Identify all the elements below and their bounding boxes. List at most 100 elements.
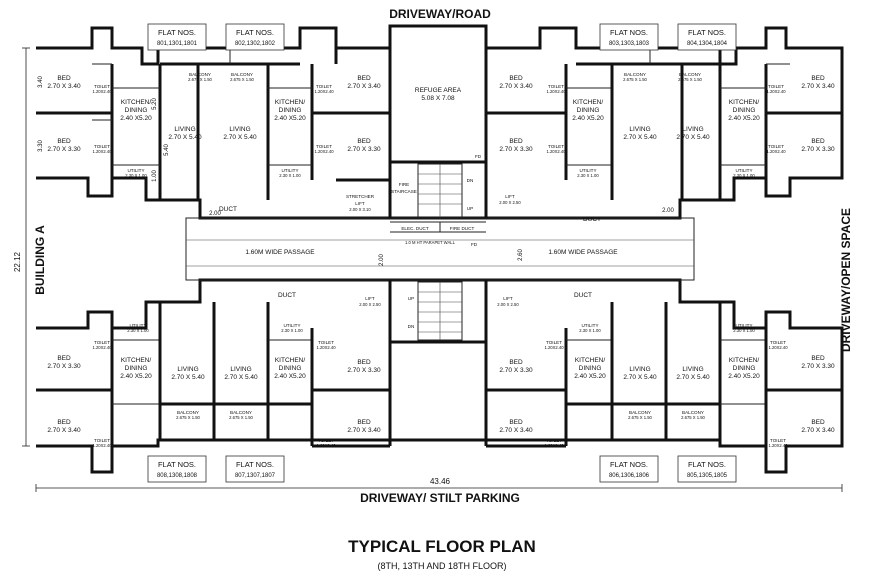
dim-200-left: 2.00 [209, 211, 221, 217]
svg-text:FLAT NOS.: FLAT NOS. [610, 28, 648, 37]
svg-text:KITCHEN/: KITCHEN/ [575, 357, 606, 364]
plan-title: TYPICAL FLOOR PLAN [348, 537, 536, 556]
svg-text:43.46: 43.46 [430, 477, 451, 486]
room-bed-tl2: BED 2.70 X 3.30 [47, 138, 81, 153]
svg-text:2.00 X 3.10: 2.00 X 3.10 [349, 207, 371, 212]
svg-text:KITCHEN/: KITCHEN/ [729, 357, 760, 364]
svg-text:DINING: DINING [579, 365, 602, 372]
staircases [417, 163, 463, 341]
svg-text:BED: BED [509, 359, 523, 366]
dim-200-right: 2.00 [662, 208, 674, 214]
svg-text:KITCHEN/: KITCHEN/ [121, 99, 152, 106]
svg-text:DINING: DINING [279, 107, 302, 114]
svg-text:2.70 X 3.40: 2.70 X 3.40 [801, 83, 835, 90]
svg-text:FIRE: FIRE [399, 182, 409, 187]
svg-text:2.30 X 1.00: 2.30 X 1.00 [579, 328, 601, 333]
svg-text:TOILET: TOILET [546, 438, 562, 443]
dim-520-left: 5.20 [152, 98, 158, 110]
svg-text:2.30 X 1.00: 2.30 X 1.00 [577, 173, 599, 178]
svg-text:LIVING: LIVING [629, 366, 650, 373]
room-toilet-bl2: TOILET 1.20X2.40 [316, 340, 336, 350]
svg-text:LIFT: LIFT [505, 194, 515, 199]
svg-text:2.675 X 1.50: 2.675 X 1.50 [678, 77, 702, 82]
svg-text:UTILITY: UTILITY [579, 168, 596, 173]
svg-text:DINING: DINING [279, 365, 302, 372]
room-toilet-bl4: TOILET 1.20X2.40 [316, 438, 336, 448]
svg-text:KITCHEN/: KITCHEN/ [573, 99, 604, 106]
room-living-br2: LIVING 2.70 X 5.40 [676, 366, 710, 381]
svg-text:BED: BED [509, 75, 523, 82]
svg-text:KITCHEN/: KITCHEN/ [275, 99, 306, 106]
room-living-tr1: LIVING 2.70 X 5.40 [623, 126, 657, 141]
svg-text:804,1304,1804: 804,1304,1804 [687, 41, 728, 47]
svg-text:TOILET: TOILET [94, 84, 110, 89]
room-toilet-bl1: TOILET 1.20X2.40 [92, 340, 112, 350]
svg-text:BALCONY: BALCONY [682, 410, 704, 415]
svg-text:DINING: DINING [577, 107, 600, 114]
svg-text:2.70 X 5.40: 2.70 X 5.40 [171, 374, 205, 381]
svg-text:UTILITY: UTILITY [129, 323, 146, 328]
room-utility-tr1: UTILITY 2.30 X 1.00 [577, 168, 599, 178]
svg-text:2.30 X 1.00: 2.30 X 1.00 [733, 328, 755, 333]
svg-text:1.20X2.40: 1.20X2.40 [92, 149, 112, 154]
room-living-bl1: LIVING 2.70 X 5.40 [171, 366, 205, 381]
svg-text:805,1305,1805: 805,1305,1805 [687, 473, 728, 479]
svg-text:KITCHEN/: KITCHEN/ [275, 357, 306, 364]
svg-text:2.40 X5.20: 2.40 X5.20 [728, 115, 760, 122]
svg-text:LIVING: LIVING [177, 366, 198, 373]
room-bed-br4: BED 2.70 X 3.40 [801, 419, 835, 434]
svg-text:2.00 X 2.50: 2.00 X 2.50 [497, 302, 519, 307]
svg-text:STAIRCASE: STAIRCASE [391, 189, 417, 194]
room-toilet-br2: TOILET 1.20X2.40 [768, 340, 788, 350]
svg-text:1.20X2.40: 1.20X2.40 [314, 149, 334, 154]
svg-text:TOILET: TOILET [546, 340, 562, 345]
svg-text:2.40 X5.20: 2.40 X5.20 [574, 373, 606, 380]
flat-box-801: FLAT NOS. 801,1301,1801 [147, 23, 207, 51]
room-kitchen-tl2: KITCHEN/ DINING 2.40 X5.20 [274, 99, 306, 122]
svg-text:DINING: DINING [125, 365, 148, 372]
duct-br: DUCT [574, 292, 592, 299]
svg-text:2.40 X5.20: 2.40 X5.20 [274, 373, 306, 380]
stretcher-lift: STRETCHER LIFT 2.00 X 3.10 [346, 194, 375, 212]
svg-text:BALCONY: BALCONY [629, 410, 651, 415]
stair-up-bottom: UP [408, 296, 414, 301]
passage-left: 1.60M WIDE PASSAGE [245, 249, 315, 256]
room-kitchen-bl1: KITCHEN/ DINING 2.40 X5.20 [120, 357, 152, 380]
flat-box-807: FLAT NOS. 807,1307,1807 [225, 455, 285, 483]
svg-text:LIFT: LIFT [503, 296, 513, 301]
svg-text:BALCONY: BALCONY [177, 410, 199, 415]
svg-text:TOILET: TOILET [770, 438, 786, 443]
svg-text:TOILET: TOILET [318, 340, 334, 345]
svg-text:BED: BED [811, 355, 825, 362]
svg-text:BALCONY: BALCONY [230, 410, 252, 415]
room-utility-tr2: UTILITY 2.30 X 1.00 [733, 168, 755, 178]
svg-text:TOILET: TOILET [548, 144, 564, 149]
elec-duct: ELEC. DUCT [401, 226, 429, 231]
svg-text:2.70 X 5.40: 2.70 X 5.40 [168, 134, 202, 141]
svg-text:BED: BED [357, 138, 371, 145]
svg-text:LIVING: LIVING [229, 126, 250, 133]
room-utility-br1: UTILITY 2.30 X 1.00 [579, 323, 601, 333]
svg-text:LIVING: LIVING [682, 366, 703, 373]
stair-up-top: UP [467, 206, 473, 211]
room-living-tl2: LIVING 2.70 X 5.40 [223, 126, 257, 141]
svg-text:1.20X2.40: 1.20X2.40 [546, 149, 566, 154]
room-bed-bl3: BED 2.70 X 3.30 [347, 359, 381, 374]
svg-text:BALCONY: BALCONY [189, 72, 211, 77]
svg-text:1.20X2.40: 1.20X2.40 [92, 443, 112, 448]
room-bed-tl1: BED 2.70 X 3.40 [47, 75, 81, 90]
svg-text:BED: BED [57, 138, 71, 145]
svg-text:UTILITY: UTILITY [581, 323, 598, 328]
svg-text:1.20X2.40: 1.20X2.40 [768, 443, 788, 448]
room-kitchen-br1: KITCHEN/ DINING 2.40 X5.20 [574, 357, 606, 380]
svg-text:2.40 X5.20: 2.40 X5.20 [274, 115, 306, 122]
room-bed-bl1: BED 2.70 X 3.30 [47, 355, 81, 370]
svg-text:UTILITY: UTILITY [127, 168, 144, 173]
svg-text:1.20X2.40: 1.20X2.40 [92, 89, 112, 94]
building-outline [36, 24, 844, 474]
svg-text:UTILITY: UTILITY [283, 323, 300, 328]
flat-box-806: FLAT NOS. 806,1306,1806 [599, 455, 659, 483]
flat-box-802: FLAT NOS. 802,1302,1802 [225, 23, 285, 51]
svg-text:BED: BED [811, 75, 825, 82]
svg-text:BED: BED [57, 419, 71, 426]
